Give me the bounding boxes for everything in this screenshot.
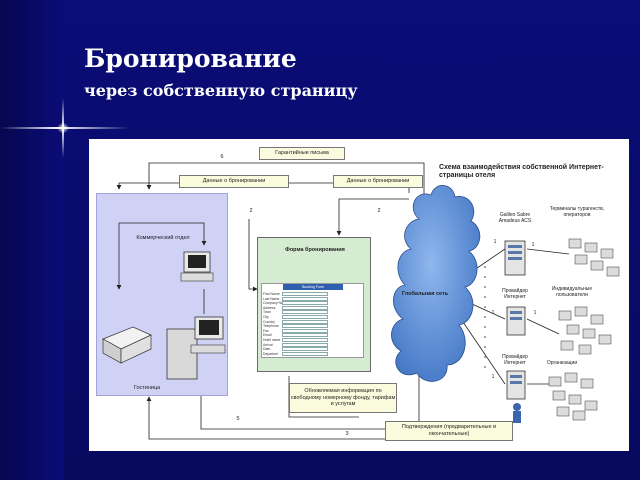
provider-1-label: Провайдер Интернет xyxy=(502,288,528,300)
flow-line-booking-right xyxy=(336,198,409,236)
commercial-dept-computer-icon xyxy=(180,251,214,282)
update-info-box: Обновляемая информация по свободному ном… xyxy=(289,383,397,413)
global-network-cloud xyxy=(391,185,481,382)
flow-number-2-right: 2 xyxy=(377,208,381,214)
booking-form-field-input xyxy=(282,292,328,296)
booking-form-title: Форма бронирования xyxy=(285,247,345,253)
flow-line-provider1-individuals xyxy=(526,318,560,335)
booking-form-field-label: First Name xyxy=(263,292,280,296)
individual-users-icon-group xyxy=(558,306,612,355)
sparkle-icon xyxy=(57,123,69,133)
flow-number-1c: 1 xyxy=(491,310,495,316)
booking-form-field-label: Arrival xyxy=(263,342,273,347)
flow-line-hotel-inner-2 xyxy=(119,222,207,246)
hotel-panel xyxy=(96,193,228,396)
booking-form-field-label: Departure xyxy=(263,351,279,356)
booking-form-field-label: Hotel name xyxy=(263,338,281,342)
booking-data-right-box: Данные о бронировании xyxy=(333,175,423,188)
booking-form-field-label: Address xyxy=(263,305,276,310)
hotel-label: Гостиница xyxy=(133,385,161,391)
booking-form-field-input xyxy=(282,347,328,352)
flow-line-3 xyxy=(146,396,419,440)
provider-2-label: Провайдер Интернет xyxy=(502,354,528,366)
organizations-icon-group xyxy=(548,372,598,421)
booking-form-field-input xyxy=(282,333,328,338)
booking-form-field-input xyxy=(282,296,328,301)
booking-form-field-label: Town xyxy=(263,310,271,315)
flow-number-1a: 1 xyxy=(493,239,497,245)
diagram-graphics xyxy=(102,162,620,440)
slide-subtitle: через собственную страницу xyxy=(84,81,358,100)
individual-users-label: Индивидуальные пользователи xyxy=(551,286,593,298)
terminals-label: Терминалы турагенств, операторов xyxy=(549,206,605,218)
booking-form-field-label: Last Name xyxy=(263,296,280,301)
slide-side-stripe xyxy=(0,0,64,480)
printer-icon xyxy=(102,326,152,364)
booking-form-field-label: Date xyxy=(263,347,271,352)
booking-form-field-label: Telephone xyxy=(263,324,279,329)
booking-form-field-input xyxy=(282,315,328,319)
booking-form-field-input xyxy=(282,328,328,333)
flow-number-1d: 1 xyxy=(533,310,537,316)
booking-scheme-diagram: Booking Form xyxy=(89,139,629,451)
booking-form-field-input xyxy=(282,351,328,356)
booking-data-left-box: Данные о бронировании xyxy=(179,175,289,188)
gds-label: Galileo Sabre Amadeus ACS xyxy=(498,212,532,224)
slide-title: Бронирование xyxy=(84,44,297,73)
terminals-icon-group xyxy=(568,238,620,277)
booking-form-field-label: Company Name xyxy=(263,301,288,306)
provider-2-server-icon xyxy=(506,370,526,423)
flow-number-3: 3 xyxy=(345,431,349,437)
flow-number-6: 6 xyxy=(220,154,224,160)
global-network-label: Глобальная сеть xyxy=(401,291,449,297)
confirmations-box: Подтверждения (предварительные и окончат… xyxy=(385,421,513,441)
booking-form-field-input xyxy=(282,319,328,324)
flow-line-5 xyxy=(200,396,401,430)
booking-form-field-input xyxy=(282,301,328,306)
flow-line-cloud-provider2 xyxy=(460,318,506,385)
gds-server-icon xyxy=(504,240,526,276)
scheme-title: Схема взаимодействия собственной Интерне… xyxy=(439,164,604,180)
organizations-label: Организации xyxy=(546,360,578,366)
booking-form-field-input xyxy=(282,338,328,342)
guarantee-letters-box: Гарантийные письма xyxy=(259,147,345,160)
booking-form-field-label: City xyxy=(263,315,269,319)
provider-1-server-icon xyxy=(506,306,526,336)
booking-form-field-input xyxy=(282,342,328,347)
flow-number-2-left: 2 xyxy=(249,208,253,214)
booking-form-field-input xyxy=(282,310,328,315)
booking-form-field-label: Country xyxy=(263,319,275,324)
flow-number-1b: 1 xyxy=(531,242,535,248)
booking-form-field-input xyxy=(282,305,328,310)
booking-form-field-label: Email xyxy=(263,333,272,338)
flow-line-guarantee xyxy=(146,162,425,233)
flow-number-1e: 1 xyxy=(491,374,495,380)
flow-line-hotel-to-form xyxy=(248,219,258,292)
booking-form-field-input xyxy=(282,324,328,329)
hotel-server-computer-icon xyxy=(166,316,226,380)
flow-number-5: 5 xyxy=(236,416,240,422)
flow-line-gds-terminals xyxy=(526,248,570,255)
booking-form-header: Booking Form xyxy=(283,284,343,290)
booking-form-field-label: Fax xyxy=(263,328,269,333)
commercial-dept-label: Коммерческий отдел xyxy=(136,235,190,241)
